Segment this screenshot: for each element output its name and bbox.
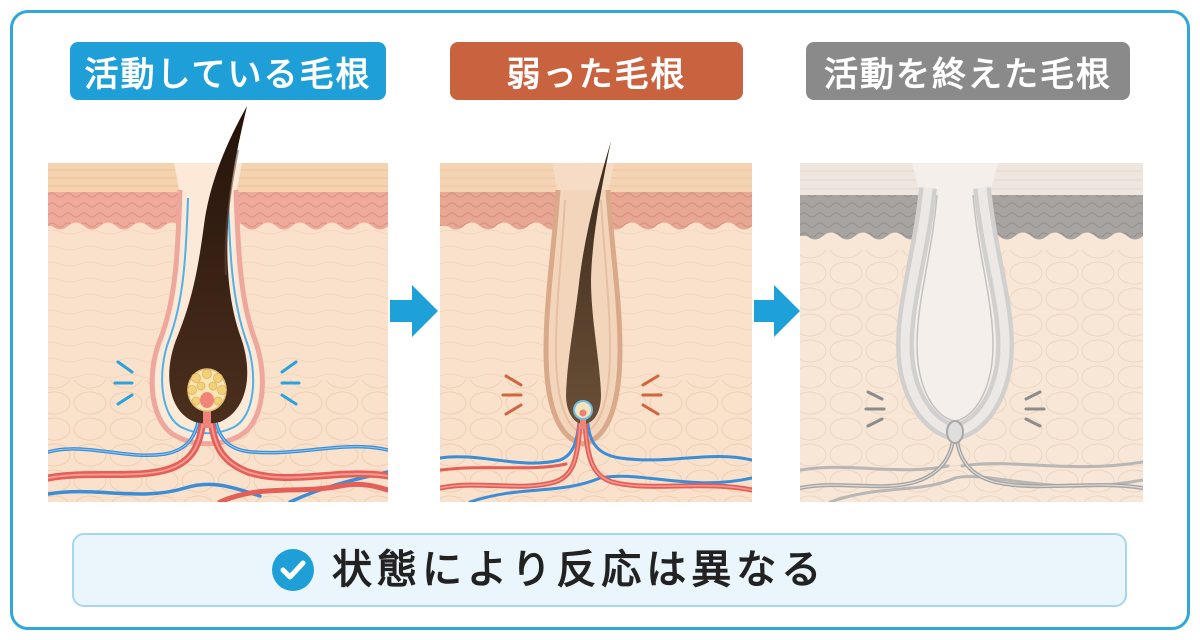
- arrow-right-icon: [754, 285, 800, 337]
- summary-text: 状態により反応は異なる: [332, 548, 827, 592]
- stage-label-weak: 弱った毛根: [450, 42, 743, 100]
- stage-label-active-text: 活動している毛根: [84, 55, 372, 94]
- inner-root-sheath-line: [161, 197, 255, 435]
- blood-vessels: [440, 419, 752, 502]
- stage-label-active: 活動している毛根: [70, 42, 386, 100]
- hair-shaft-thin: [566, 141, 611, 424]
- activity-burst-lines: [501, 374, 663, 416]
- arrow-right-icon: [390, 285, 438, 337]
- stage-label-inactive-text: 活動を終えた毛根: [824, 55, 1112, 94]
- dermal-papilla: [187, 368, 227, 428]
- hair-shaft-thick: [169, 106, 248, 424]
- hair-highlight: [224, 149, 239, 276]
- blood-vessels: [800, 438, 1143, 502]
- activity-burst-lines: [113, 360, 301, 406]
- inactive-follicle-panel: [800, 163, 1143, 502]
- follicle-opening: [912, 163, 998, 194]
- activity-burst-lines: [864, 390, 1046, 428]
- outer-frame: [10, 10, 1190, 630]
- blood-vessels: [48, 404, 388, 502]
- check-circle-icon: [272, 549, 314, 591]
- follicle-remnant: [946, 420, 964, 444]
- inner-root-sheath-line: [554, 199, 612, 435]
- summary-box: 状態により反応は異なる: [72, 533, 1127, 607]
- stage-label-inactive: 活動を終えた毛根: [806, 42, 1130, 100]
- dermal-papilla-small: [573, 400, 593, 429]
- stage-label-weak-text: 弱った毛根: [506, 55, 687, 94]
